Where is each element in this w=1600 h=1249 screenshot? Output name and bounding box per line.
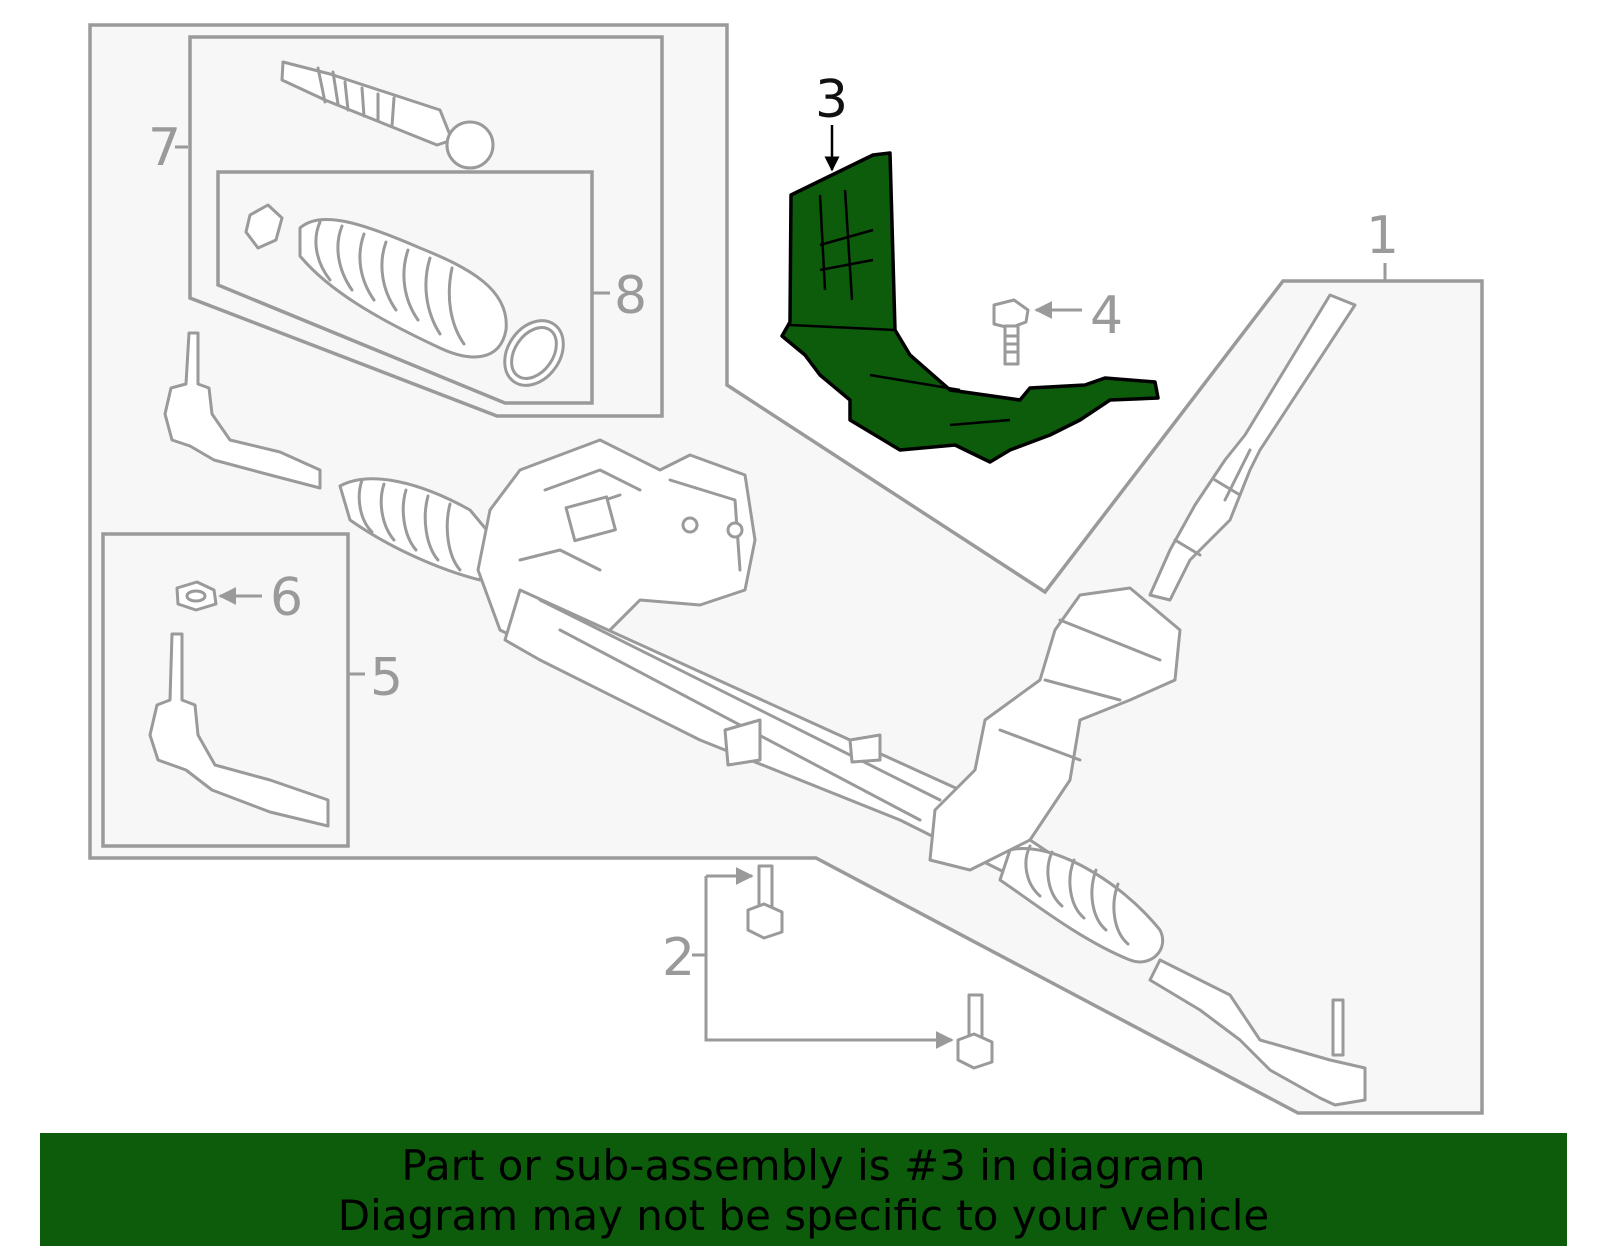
callout-6: 6 bbox=[270, 568, 303, 628]
callout-1: 1 bbox=[1366, 206, 1399, 266]
callout-5: 5 bbox=[370, 648, 403, 708]
heat-shield-part-3 bbox=[780, 151, 1160, 464]
bolt-part-2-lower bbox=[956, 993, 994, 1070]
callout-2: 2 bbox=[662, 928, 695, 988]
banner-line-part: Part or sub-assembly is #3 in diagram bbox=[401, 1141, 1206, 1190]
callout-4: 4 bbox=[1090, 286, 1123, 346]
bolt-part-4 bbox=[992, 298, 1030, 366]
leader-lines bbox=[175, 125, 1387, 1049]
info-banner: Part or sub-assembly is #3 in diagram Di… bbox=[40, 1133, 1567, 1246]
boot-kit bbox=[244, 203, 565, 387]
callout-3: 3 bbox=[815, 70, 848, 130]
outer-tie-rod-left bbox=[163, 331, 322, 490]
inner-tie-rod bbox=[280, 60, 495, 170]
bolt-part-2-upper bbox=[746, 864, 784, 940]
banner-line-disclaimer: Diagram may not be specific to your vehi… bbox=[337, 1191, 1270, 1240]
steering-rack bbox=[338, 293, 1367, 1107]
nut-part-6 bbox=[175, 580, 218, 612]
callout-8: 8 bbox=[614, 266, 647, 326]
tie-rod-end bbox=[148, 632, 330, 828]
callout-7: 7 bbox=[148, 118, 181, 178]
